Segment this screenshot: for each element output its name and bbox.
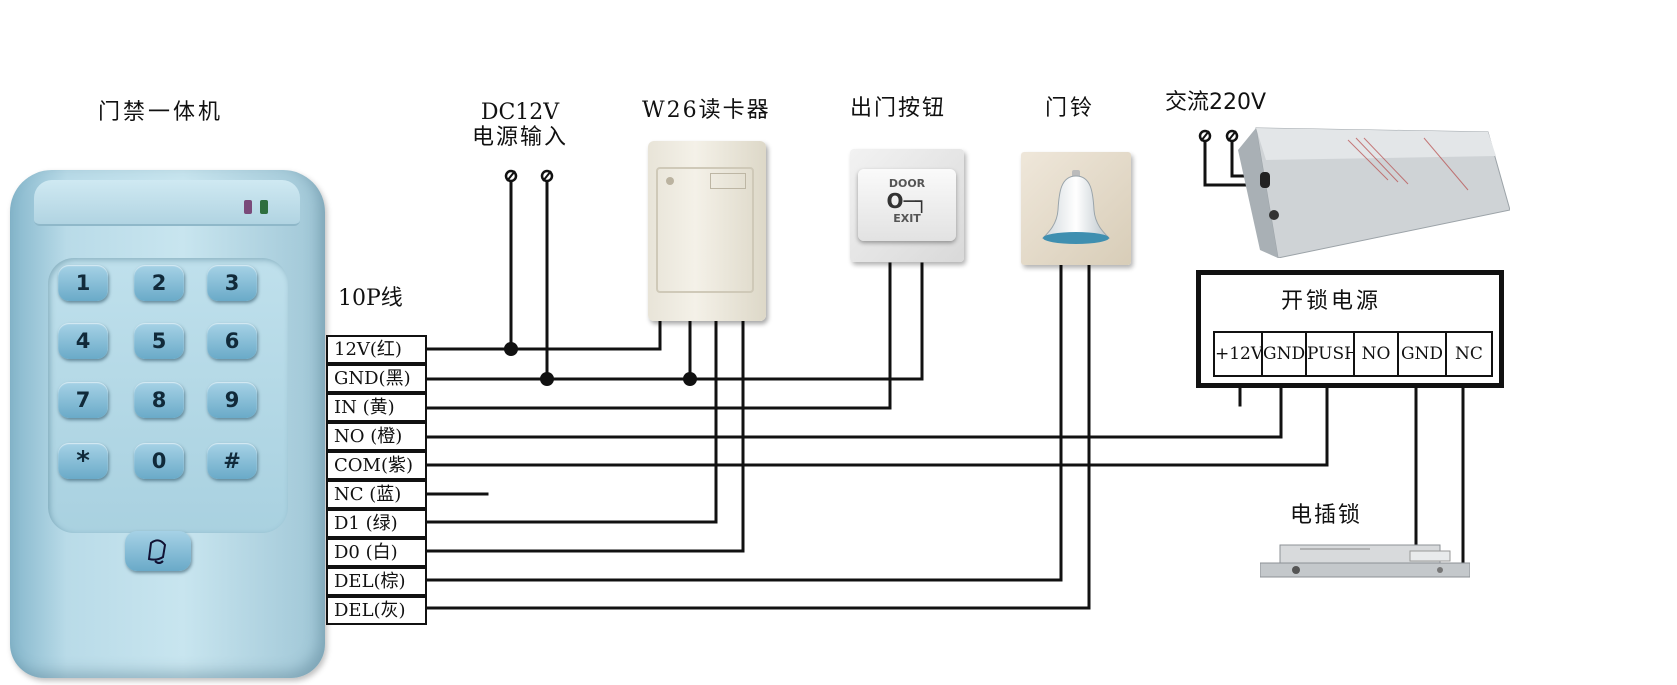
lock-power-title: 开锁电源 bbox=[1281, 289, 1382, 314]
key-3[interactable]: 3 bbox=[207, 265, 257, 301]
key-8[interactable]: 8 bbox=[134, 382, 184, 418]
junction-dot-gnd-b bbox=[683, 372, 697, 386]
bell-icon bbox=[147, 539, 167, 564]
card-reader-label: W26读卡器 bbox=[642, 98, 771, 123]
doorbell-bell-icon bbox=[1041, 170, 1111, 244]
lock-terminal-12v: +12V bbox=[1213, 331, 1263, 377]
key-9[interactable]: 9 bbox=[207, 382, 257, 418]
exit-button-exit-text: EXIT bbox=[893, 212, 921, 225]
keypad-bell-button[interactable] bbox=[125, 531, 191, 571]
access-control-keypad: 1 2 3 4 5 6 7 8 9 * 0 # bbox=[10, 170, 325, 678]
reader-window bbox=[710, 173, 746, 189]
keypad-top-bezel bbox=[34, 180, 300, 226]
led-green-icon bbox=[260, 200, 268, 214]
dc-power-line-2: 电源输入 bbox=[472, 125, 569, 151]
w26-card-reader bbox=[648, 141, 766, 321]
dc-power-line-1: DC12V bbox=[480, 100, 560, 125]
key-0[interactable]: 0 bbox=[134, 443, 184, 479]
exit-button-device: DOOR O─┐ EXIT bbox=[850, 149, 964, 262]
terminal-del-gray: DEL(灰) bbox=[326, 596, 427, 625]
power-supply-box-icon bbox=[1238, 127, 1511, 259]
terminal-del-brown: DEL(棕) bbox=[326, 567, 427, 596]
lock-terminal-gnd-2: GND bbox=[1397, 331, 1447, 377]
key-icon: O─┐ bbox=[886, 189, 928, 213]
key-7[interactable]: 7 bbox=[58, 382, 108, 418]
junction-dot-gnd-a bbox=[540, 372, 554, 386]
terminal-12v: 12V(红) bbox=[326, 335, 427, 364]
lock-terminal-gnd-1: GND bbox=[1261, 331, 1307, 377]
doorbell-device bbox=[1021, 152, 1131, 265]
reader-face bbox=[656, 167, 754, 293]
cable-label: 10P线 bbox=[338, 286, 403, 311]
reader-indicator-icon bbox=[666, 177, 674, 185]
key-4[interactable]: 4 bbox=[58, 323, 108, 359]
dc-power-label: DC12V 电源输入 bbox=[472, 100, 568, 151]
lock-power-module: 开锁电源 +12V GND PUSH NO GND NC bbox=[1196, 270, 1504, 388]
exit-button-label: 出门按钮 bbox=[850, 96, 947, 121]
key-star[interactable]: * bbox=[58, 443, 108, 479]
terminal-nc: NC (蓝) bbox=[326, 480, 427, 509]
power-supply-unit bbox=[1238, 120, 1511, 259]
electric-lock-icon bbox=[1259, 544, 1471, 578]
lock-terminal-nc: NC bbox=[1445, 331, 1493, 377]
terminal-com: COM(紫) bbox=[326, 451, 427, 480]
terminal-no: NO (橙) bbox=[326, 422, 427, 451]
key-1[interactable]: 1 bbox=[58, 265, 108, 301]
doorbell-label: 门铃 bbox=[1045, 96, 1096, 121]
key-6[interactable]: 6 bbox=[207, 323, 257, 359]
keypad-title: 门禁一体机 bbox=[98, 100, 224, 125]
junction-dot-12v bbox=[504, 342, 518, 356]
ac-power-label: 交流220V bbox=[1165, 90, 1267, 115]
lock-terminal-no: NO bbox=[1353, 331, 1399, 377]
lock-terminal-push: PUSH bbox=[1305, 331, 1359, 377]
terminal-gnd: GND(黑) bbox=[326, 364, 427, 393]
ac-lead-a bbox=[1203, 136, 1264, 187]
electric-bolt-lock bbox=[1259, 535, 1471, 587]
terminal-d1: D1 (绿) bbox=[326, 509, 427, 538]
terminal-d0: D0 (白) bbox=[326, 538, 427, 567]
key-2[interactable]: 2 bbox=[134, 265, 184, 301]
electric-lock-label: 电插锁 bbox=[1290, 503, 1363, 528]
led-red-icon bbox=[244, 200, 252, 214]
key-5[interactable]: 5 bbox=[134, 323, 184, 359]
exit-push-button[interactable]: DOOR O─┐ EXIT bbox=[858, 169, 956, 241]
key-hash[interactable]: # bbox=[207, 443, 257, 479]
terminal-in: IN (黄) bbox=[326, 393, 427, 422]
exit-button-door-text: DOOR bbox=[888, 177, 926, 190]
